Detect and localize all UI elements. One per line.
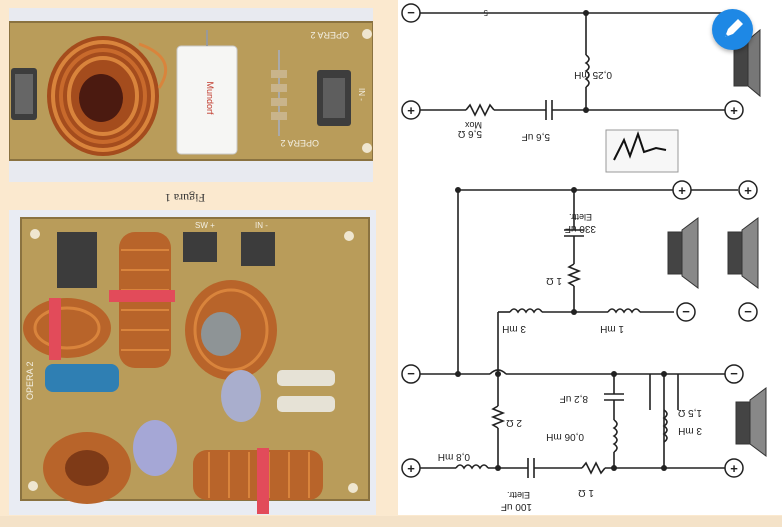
svg-text:+: + [744,183,752,198]
silkscreen-label: OPERA 2 [280,138,319,148]
schematic-panel: − + + + + − − − − + + 0,25 mH 5,6 Ω Mox 5,6 uF… [398,0,782,515]
svg-text:−: − [682,304,690,319]
crossover-schematic: − + + + + − − − − + + 0,25 mH 5,6 Ω Mox 5,6 uF… [401,3,767,512]
pencil-icon [725,19,743,37]
svg-text:+: + [730,103,738,118]
label-cap-56: 5,6 uF [522,131,550,142]
label-res-15: 1,5 Ω [677,407,702,418]
crossover-board-bottom: OPERA 2 SW + IN - [20,217,370,514]
crossover-board-top: Mundorf IN - OPERA 2 OPERA 2 [9,21,373,161]
svg-text:+: + [678,183,686,198]
capacitor-label: Mundorf [205,81,215,115]
figure-caption: Figura 1 [164,191,206,205]
svg-text:−: − [744,304,752,319]
crossover-photo-bottom: OPERA 2 SW + IN - [9,210,376,515]
svg-text:+: + [730,461,738,476]
resistor-cluster [271,50,287,136]
crossover-photo-top: Mundorf IN - OPERA 2 OPERA 2 [9,8,373,182]
edit-button[interactable] [712,9,753,50]
label-res-1: 1 Ω [546,275,562,286]
label-node: 5 [483,8,488,17]
svg-text:−: − [407,366,415,381]
sw-label: SW + [195,221,215,230]
label-ind-025: 0,25 mH [574,69,612,80]
silkscreen-side: OPERA 2 [25,361,35,400]
svg-text:+: + [407,461,415,476]
label-ind-3-left: 3 mH [502,323,526,334]
svg-text:−: − [730,366,738,381]
svg-text:−: − [407,5,415,20]
in-minus-label: IN - [357,88,366,101]
svg-text:+: + [407,103,415,118]
label-ind-006: 0,06 mH [546,431,584,442]
label-ind-1: 1 mH [600,323,624,334]
label-elettr-1: Elettr. [569,212,592,222]
label-ind-08: 0,8 mH [438,451,470,462]
label-cap-330: 330 uF [565,223,596,234]
label-cap-100: 100 uF [501,501,532,512]
in-label: IN - [255,221,268,230]
label-res-1-bottom: 1 Ω [578,487,594,498]
label-res-2: 2 Ω [506,417,522,428]
label-res-56: 5,6 Ω [457,128,482,139]
bottom-strip [0,516,782,527]
silkscreen-label-2: OPERA 2 [310,30,349,40]
label-ind-3-right: 3 mH [678,425,702,436]
label-mox: Mox [464,120,482,130]
signature [613,130,667,161]
label-cap-82: 8,2 uF [560,393,588,404]
signature-box [605,129,679,173]
label-elettr-2: Elettr. [507,490,530,500]
